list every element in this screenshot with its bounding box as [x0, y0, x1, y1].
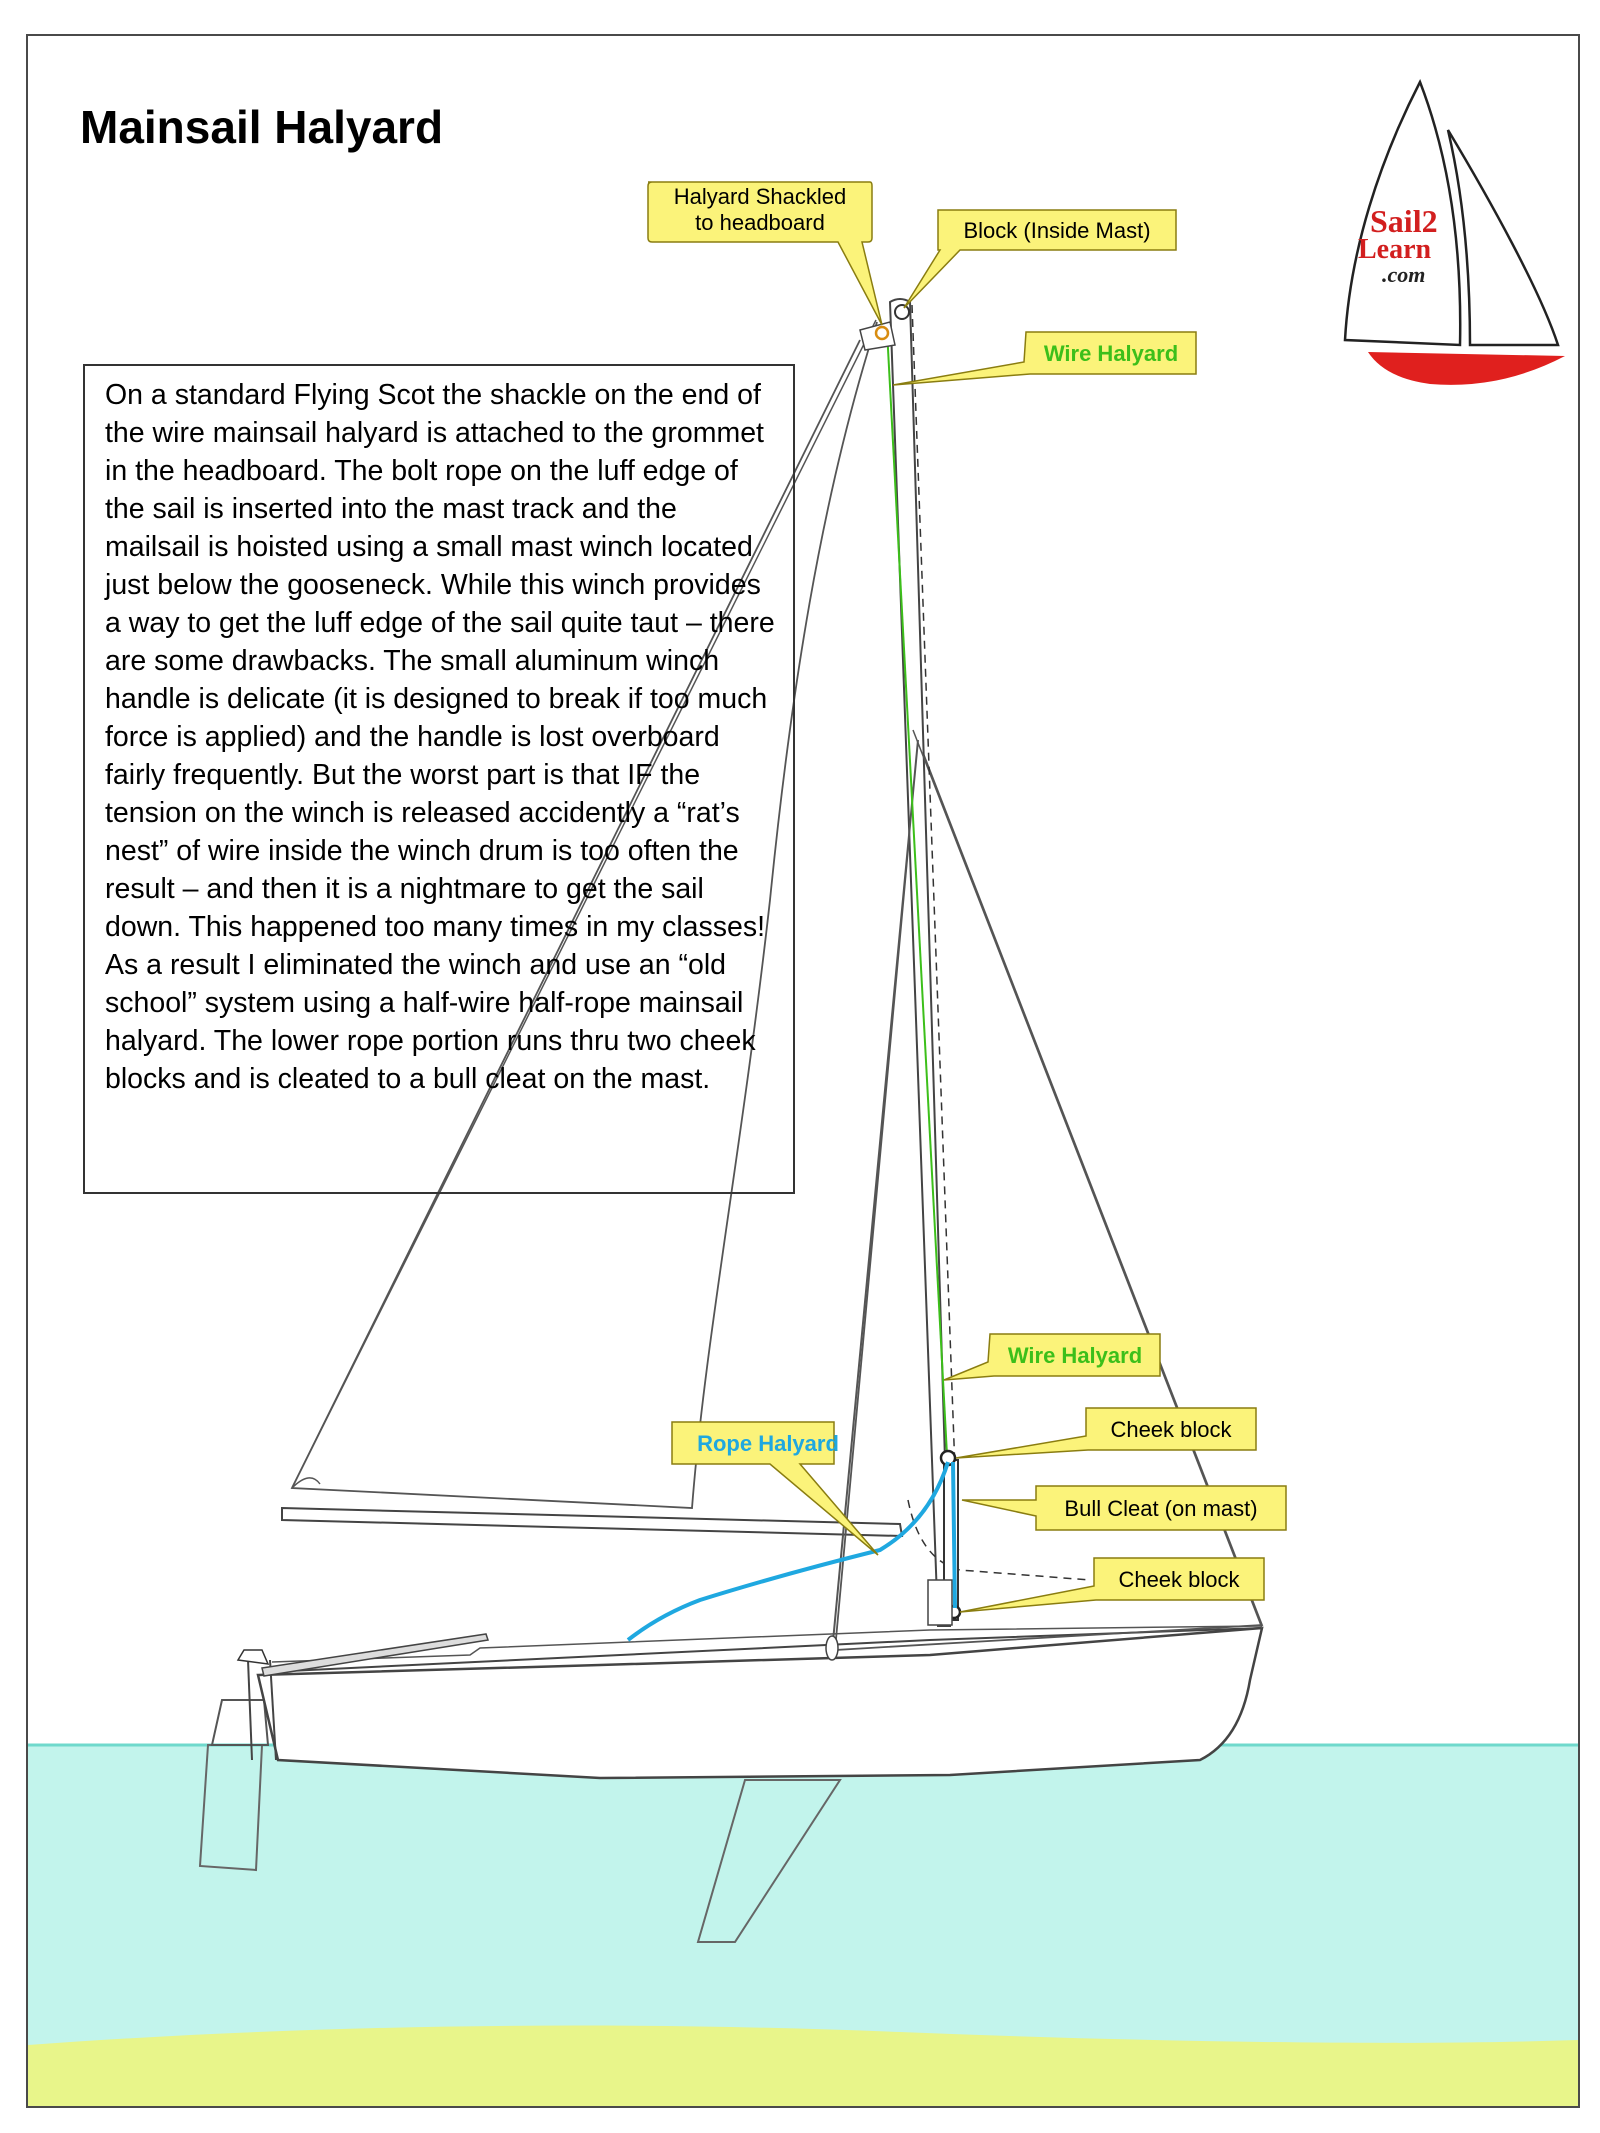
callout-wire-halyard-top-label: Wire Halyard — [1044, 341, 1178, 366]
logo-hull — [1368, 352, 1565, 385]
sand — [28, 2025, 1578, 2106]
hull-deck — [271, 1625, 1263, 1663]
callout-block-inside-mast: Block (Inside Mast) — [903, 209, 1177, 309]
boom — [281, 1506, 904, 1538]
shroud — [831, 739, 919, 1653]
mast-step — [927, 1579, 953, 1626]
callout-wire-halyard-top: Wire Halyard — [892, 331, 1197, 386]
callout-rope-halyard: Rope Halyard — [671, 1421, 879, 1556]
sail2learn-logo: Sail2 Learn .com — [1343, 78, 1565, 385]
mainsail — [290, 321, 878, 1509]
callout-bull-cleat: Bull Cleat (on mast) — [961, 1485, 1287, 1531]
centerboard — [696, 1779, 842, 1943]
wire-halyard-line — [886, 329, 948, 1456]
callout-wire-halyard-lower: Wire Halyard — [943, 1333, 1161, 1381]
rudder-stock — [247, 1659, 253, 1761]
logo-text-line1: Sail2 — [1370, 203, 1438, 239]
callout-wire-halyard-lower-label: Wire Halyard — [1008, 1343, 1142, 1368]
callout-cheek-block-lower-label: Cheek block — [1118, 1567, 1240, 1592]
callout-block-inside-mast-label: Block (Inside Mast) — [963, 218, 1150, 243]
callout-bull-cleat-label: Bull Cleat (on mast) — [1064, 1496, 1257, 1521]
page-title: Mainsail Halyard — [80, 101, 444, 153]
callout-cheek-block-upper-label: Cheek block — [1110, 1417, 1232, 1442]
logo-text-line2: Learn — [1358, 234, 1432, 265]
masthead-block — [894, 304, 910, 320]
callout-halyard-shackled-label-2: to headboard — [695, 210, 825, 235]
tiller — [261, 1633, 489, 1677]
rope-halyard-line — [626, 1461, 957, 1642]
internal-halyard-dashed — [911, 304, 956, 1471]
logo-text-line3: .com — [1382, 262, 1425, 287]
stern-fitting — [236, 1649, 270, 1665]
chainplate — [825, 1635, 839, 1661]
forestay — [912, 729, 1263, 1629]
jib — [834, 739, 1264, 1651]
callout-rope-halyard-label: Rope Halyard — [697, 1431, 839, 1456]
callout-halyard-shackled-label-1: Halyard Shackled — [674, 184, 846, 209]
logo-main-sail — [1343, 78, 1462, 347]
callout-cheek-block-lower: Cheek block — [959, 1557, 1265, 1613]
callout-halyard-shackled: Halyard Shackled to headboard — [647, 181, 883, 326]
headboard-shackle — [874, 325, 890, 341]
mainsail-leech — [291, 319, 877, 1489]
hull — [256, 1626, 1264, 1780]
description-box: On a standard Flying Scot the shackle on… — [83, 364, 795, 1194]
callout-cheek-block-upper: Cheek block — [955, 1407, 1257, 1459]
logo-jib — [1446, 129, 1560, 347]
page-frame — [26, 34, 1580, 2108]
mainsail-clew — [291, 1477, 321, 1489]
rudder-head — [210, 1699, 270, 1746]
description-text: On a standard Flying Scot the shackle on… — [105, 379, 775, 1095]
transom — [269, 1659, 277, 1761]
